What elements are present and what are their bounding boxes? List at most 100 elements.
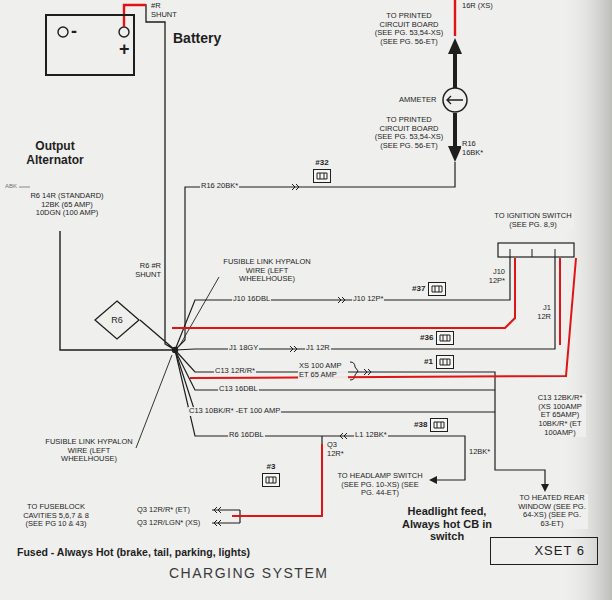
node-text: #36 [420,333,433,342]
connector-callout: #32 [313,158,331,183]
connector-icon-lines [317,173,327,179]
wire [175,257,510,350]
wire [175,257,555,350]
wire [175,350,545,486]
connector-icon [432,420,446,430]
shunt-label: R6 #R SHUNT [132,262,162,279]
wire-code: C13 16DBL [218,385,259,394]
connector-callout: #37 [412,282,446,296]
destination-note: TO HEATED REAR WINDOW (SEE PG. 64-XS) (S… [516,494,588,529]
battery-terminal [119,27,129,37]
wire-code: J10 12P* [352,295,384,304]
connector-icon [438,333,452,343]
battery-terminal [58,27,68,37]
wire-code: J1 12R [305,344,331,353]
rating-note: XS 100 AMP ET 65 AMP [298,362,348,379]
diagram-title: CHARGING SYSTEM [168,565,329,581]
red-markup [172,258,515,328]
node-text: #38 [414,420,427,429]
alternator-wire [60,231,175,350]
wire-code: R16 16BK* [461,140,489,157]
destination-note: TO PRINTED CIRCUIT BOARD (SEE PG. 53,54-… [372,116,446,151]
annotation: Headlight feed, Always hot CB in switch [398,505,496,543]
faint-label: ABK [4,183,18,190]
annotation: Fused - Always Hot (brake, tail, parking… [16,546,251,558]
connector-icon [315,171,329,181]
connector-icon [264,475,278,485]
wire-code: J1 12R [530,304,552,321]
wire-code: C13 12R/R* [214,367,256,376]
wire-code: 16R (XS) [461,2,494,11]
destination-note: TO FUSEBLOCK CAVITIES 5,6,7 & 8 (SEE PG … [14,503,98,529]
destination-note: TO HEADLAMP SWITCH (SEE PG. 10-XS) (SEE … [336,472,424,498]
faint-wire [19,187,30,188]
wire-code: J1 18GY [228,344,259,353]
connector-icon-lines [266,477,276,483]
connector-box [430,418,448,432]
node-text: #1 [424,357,433,366]
wire-code: Q3 12R/LGN* (XS) [136,519,201,528]
page-number-box: XSET 6 [490,537,598,565]
wire-code: R6 14R (STANDARD) 12BK (65 AMP) 10DGN (1… [28,192,106,218]
fusible-link-note: FUSIBLE LINK HYPALON WIRE (LEFT WHEELHOU… [44,438,134,464]
component-label: AMMETER [398,96,438,105]
connector-icon [438,357,452,367]
node-text: #32 [315,158,328,167]
node-text: #37 [412,284,425,293]
feed-arrow [448,38,462,88]
red-markup [232,444,322,516]
connector-callout: #1 [424,355,454,369]
wire-code: Q3 12R/R* (ET) [136,506,191,515]
connector-box [313,169,331,183]
connector-icon-lines [432,286,442,292]
node-text: + [119,40,130,58]
node-text: XSET 6 [534,544,585,559]
wire-code: J10 12P* [478,268,506,285]
node-text: #3 [267,462,276,471]
connector-box [436,331,454,345]
red-markup [454,0,456,36]
wire [212,436,322,523]
wire-code: Q3 12R* [326,441,348,458]
connector-pin [510,249,555,257]
diamond-shape [95,301,139,339]
shunt-label: #R SHUNT [150,2,180,19]
connector-box [428,282,446,296]
connector-icon [430,284,444,294]
leader-line [136,277,219,448]
wire-code: C13 10BK/R* -ET 100 AMP [188,407,281,416]
connector-callout: #38 [414,418,448,432]
wire-code: L1 12BK* [354,431,388,440]
wire-arrowhead [541,484,549,492]
connector-icon-lines [440,359,450,365]
wire [175,350,495,390]
feed-arrow [448,113,462,162]
connector-box [262,473,280,487]
connector-callout: #36 [420,331,454,345]
ignition-switch-connector [498,243,574,257]
circuit-diamond: R6 [94,300,140,340]
ammeter-symbol [443,88,467,112]
wire [175,350,465,480]
destination-note: TO PRINTED CIRCUIT BOARD (SEE PG. 53,54-… [372,12,446,47]
ammeter-needle [447,96,463,104]
destination-note: TO IGNITION SWITCH (SEE PG. 8,9) [492,212,574,229]
wire-code: R6 16DBL [228,431,265,440]
battery-box: -+ [45,14,135,76]
connector-box [436,355,454,369]
wire [175,350,495,412]
wire-connector [124,5,175,350]
wire-code: 12BK* [468,448,491,457]
wire-code: C13 12BK/R* (XS 100AMP ET 65AMP) 10BK/R*… [534,394,586,437]
wire [175,162,455,350]
connector-icon-lines [440,335,450,341]
wire-code: J10 16DBL [232,295,271,304]
red-markup [124,5,146,27]
connector-icon-lines [434,422,444,428]
node-text: - [71,22,77,40]
alternator-label: Output Alternator [12,140,98,168]
wire-code: R16 20BK* [200,182,239,191]
battery-label: Battery [172,30,222,46]
node-text: R6 [111,315,123,325]
red-markup [559,258,561,345]
